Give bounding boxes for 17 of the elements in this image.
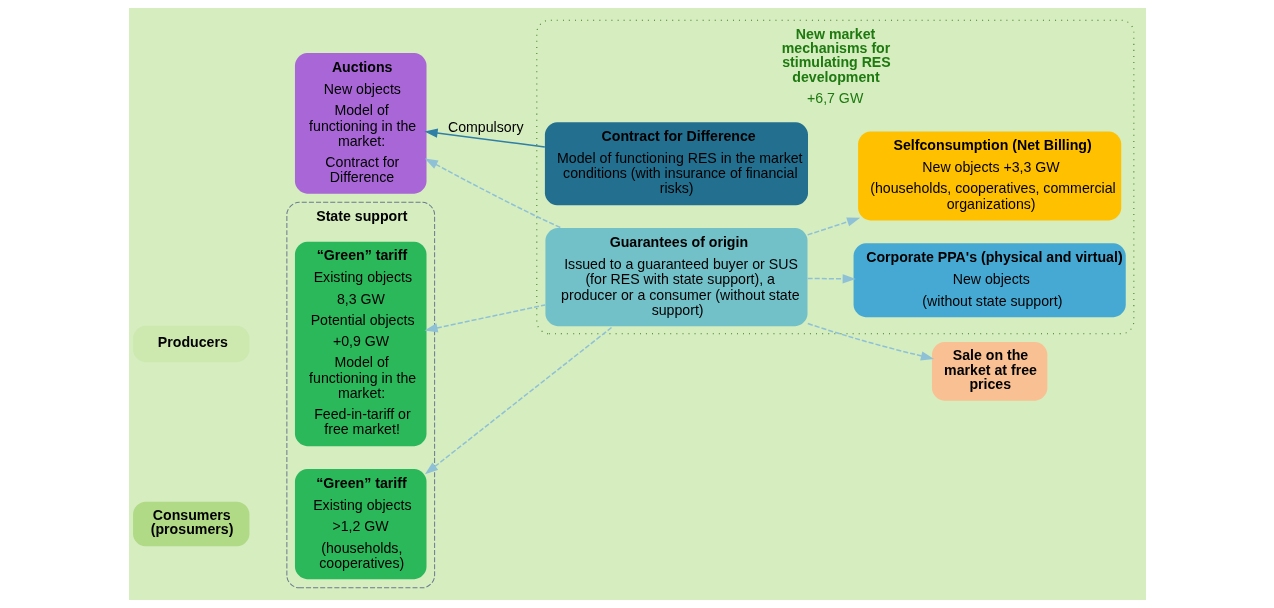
- arrow: [806, 217, 860, 236]
- node-box: “Green” tariff Existing objects >1,2 GW (households, cooperatives): [294, 468, 426, 580]
- node-box: Selfconsumption (Net Billing) New objects +3,3 GW (households, cooperatives, commercial organizations): [857, 131, 1121, 221]
- node-box: Corporate PPA's (physical and virtual) New objects (without state support): [853, 243, 1126, 318]
- node-box: Auctions New objects Model of functioning in the market: Contract for Difference: [294, 53, 426, 194]
- edge-label: Compulsory: [447, 118, 523, 135]
- node-box: Guarantees of origin Issued to a guaranteed buyer or SUS (for RES with state support), a producer or a consumer (without state support): [544, 228, 807, 327]
- arrow: [806, 322, 934, 361]
- node-box: Consumers (prosumers): [132, 501, 249, 547]
- arrow: [423, 128, 546, 148]
- arrow: [424, 325, 614, 475]
- node-box: Sale on the market at free prices: [931, 341, 1047, 401]
- node-box: Contract for Difference Model of functioning RES in the market conditions (with insurance of financial risks): [544, 122, 808, 206]
- node-box: “Green” tariff Existing objects 8,3 GW Potential objects +0,9 GW Model of functioning in the market: Feed-in-tariff or free market!: [294, 241, 426, 447]
- arrow: [424, 158, 562, 229]
- arrow: [806, 274, 856, 284]
- arrow: [424, 304, 546, 333]
